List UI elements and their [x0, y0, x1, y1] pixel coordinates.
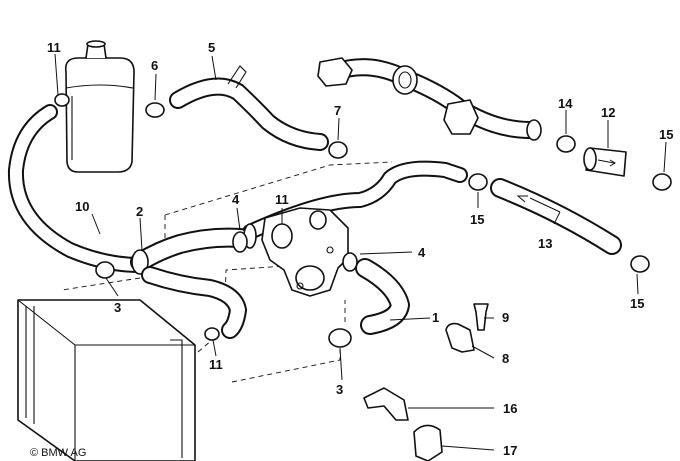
hose-5	[169, 65, 329, 151]
copyright-text: © BMW AG	[30, 447, 86, 459]
clamp	[328, 141, 348, 159]
callout-4: 4	[418, 245, 426, 260]
leader-lines	[54, 53, 667, 451]
callout-17: 17	[503, 443, 517, 458]
lower-hose	[141, 266, 247, 339]
clamp	[630, 255, 650, 273]
hose-13	[490, 178, 622, 255]
callout-2: 2	[136, 204, 143, 219]
thermostat-housing	[243, 207, 349, 297]
callout-6: 6	[151, 58, 158, 73]
clamp	[54, 93, 70, 107]
callout-1: 1	[432, 310, 439, 325]
clamp	[556, 135, 576, 153]
clamp	[342, 252, 358, 272]
callout-7: 7	[334, 103, 341, 118]
clamp	[95, 261, 115, 279]
callout-15: 15	[630, 296, 644, 311]
clamp	[145, 102, 165, 118]
callout-15: 15	[659, 127, 673, 142]
callout-8: 8	[502, 351, 509, 366]
callout-11: 11	[275, 192, 289, 207]
coolant-pipe-assembly	[317, 57, 542, 141]
callout-4: 4	[232, 192, 240, 207]
hose-2	[130, 227, 250, 275]
hose-12	[583, 147, 627, 177]
hose-clamps	[54, 93, 672, 348]
expansion-tank	[64, 40, 135, 173]
callout-labels: 11 6 5 7 14 12 15 15 15 13 10 2 4 11 4 3…	[47, 40, 673, 458]
hose-1	[355, 258, 410, 335]
callout-9: 9	[502, 310, 509, 325]
clamp	[652, 173, 672, 191]
callout-12: 12	[601, 105, 615, 120]
radiator	[17, 299, 196, 461]
small-parts	[363, 303, 489, 461]
callout-5: 5	[208, 40, 215, 55]
callout-3: 3	[114, 300, 121, 315]
callout-3: 3	[336, 382, 343, 397]
clamp	[468, 173, 488, 191]
callout-11: 11	[47, 40, 61, 55]
callout-15: 15	[470, 212, 484, 227]
callout-14: 14	[558, 96, 573, 111]
clamp	[328, 328, 352, 348]
callout-16: 16	[503, 401, 517, 416]
callout-11: 11	[209, 357, 223, 372]
clamp	[232, 231, 248, 253]
clamp	[204, 327, 220, 341]
callout-13: 13	[538, 236, 552, 251]
callout-10: 10	[75, 199, 89, 214]
hose-10	[7, 104, 148, 273]
